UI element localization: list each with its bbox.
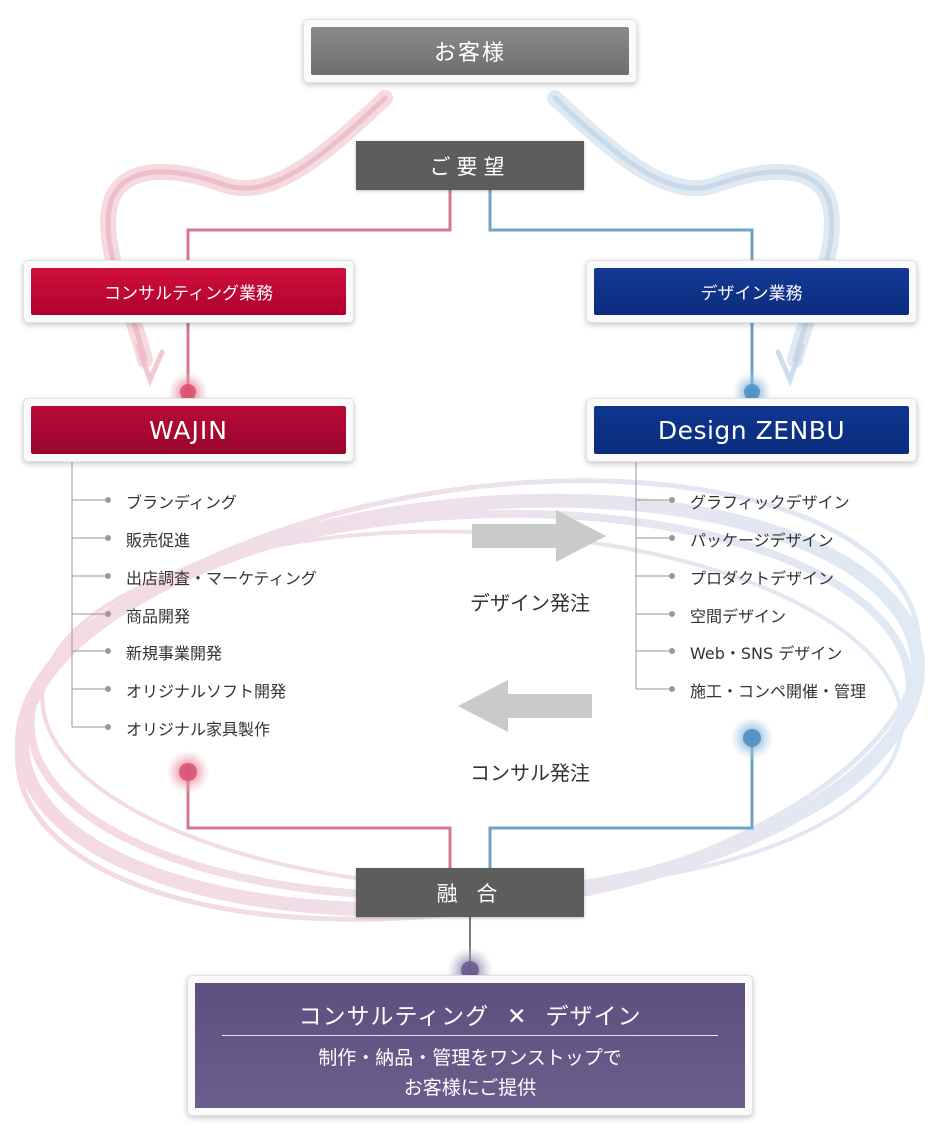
list-item: オリジナル家具製作 (126, 720, 271, 739)
design-service-label: デザイン業務 (594, 268, 909, 315)
list-item: パッケージデザイン (690, 531, 834, 550)
list-item: 新規事業開発 (126, 644, 223, 663)
fusion-node: 融 合 (356, 868, 584, 917)
consult-order-label: コンサル発注 (470, 761, 590, 785)
customer-label: お客様 (311, 27, 629, 75)
list-item: グラフィックデザイン (690, 493, 850, 512)
wajin-list-tree (71, 462, 111, 730)
result-line-1: 制作・納品・管理をワンストップで (318, 1047, 622, 1069)
result-title: コンサルティング ✕ デザイン (195, 997, 745, 1031)
consulting-service-label: コンサルティング業務 (31, 268, 346, 315)
zenbu-list-tree (635, 462, 675, 692)
list-item: 販売促進 (126, 531, 191, 550)
wajin-node: WAJIN (23, 398, 354, 462)
result-line-2: お客様にご提供 (403, 1077, 537, 1099)
list-item: ブランディング (126, 493, 237, 512)
design-order-label: デザイン発注 (470, 591, 590, 615)
result-design-label: デザイン (545, 1004, 642, 1030)
cross-icon: ✕ (507, 1004, 528, 1030)
list-item: 施工・コンペ開催・管理 (690, 682, 867, 701)
consulting-service-node: コンサルティング業務 (23, 260, 354, 323)
result-description: 制作・納品・管理をワンストップで お客様にご提供 (195, 1043, 745, 1103)
list-item: オリジナルソフト開発 (126, 682, 287, 701)
wajin-label: WAJIN (31, 406, 346, 454)
design-service-node: デザイン業務 (586, 260, 917, 323)
design-order-arrow (472, 510, 606, 562)
list-item: Web・SNS デザイン (690, 644, 843, 663)
consult-order-arrow (458, 680, 592, 732)
request-node: ご要望 (356, 141, 584, 190)
list-item: 商品開発 (126, 607, 191, 626)
customer-node: お客様 (303, 19, 637, 83)
design-zenbu-node: Design ZENBU (586, 398, 917, 462)
result-node: コンサルティング ✕ デザイン 制作・納品・管理をワンストップで お客様にご提供 (187, 975, 753, 1116)
result-consulting-label: コンサルティング (298, 1004, 490, 1030)
result-divider (222, 1035, 718, 1036)
design-zenbu-label: Design ZENBU (594, 406, 909, 454)
list-item: 空間デザイン (690, 607, 787, 626)
list-item: プロダクトデザイン (690, 569, 835, 588)
list-item: 出店調査・マーケティング (126, 569, 317, 588)
